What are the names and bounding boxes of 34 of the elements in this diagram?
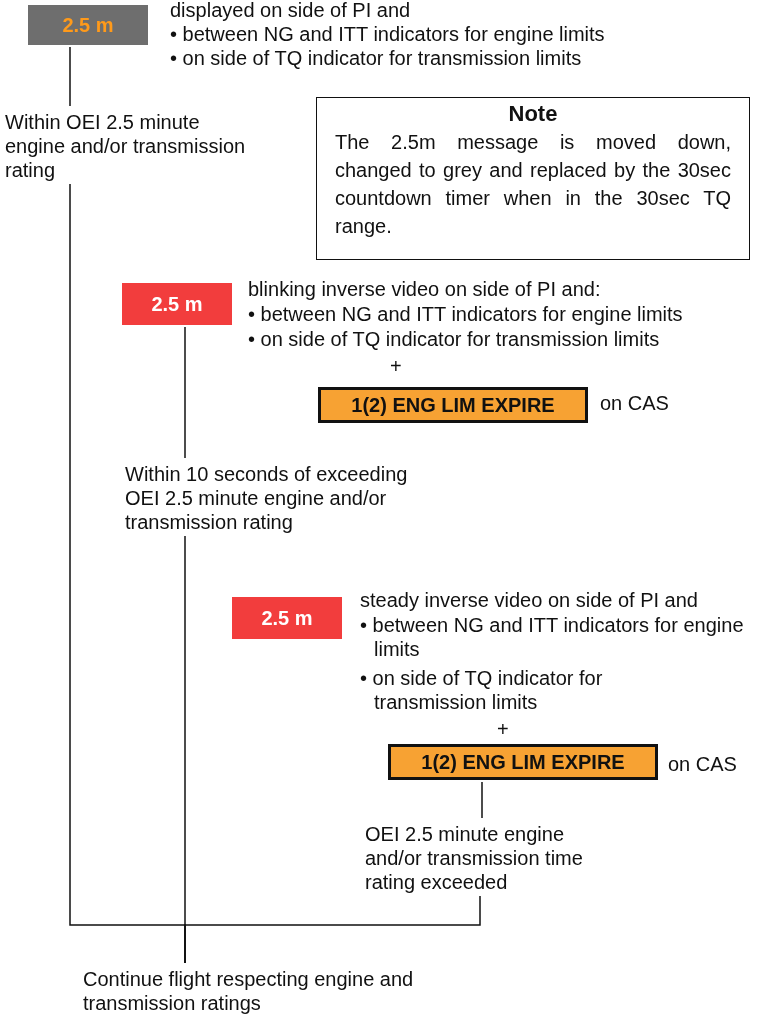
indicator-text: 1(2) ENG LIM EXPIRE (421, 750, 625, 774)
limit-indicator-box (232, 597, 342, 639)
note-text: The 2.5m message is moved down, changed to grey and replaced by the 30sec countdown timer when in the 30sec TQ range. (335, 130, 731, 239)
limit-indicator-box (122, 283, 232, 325)
indicator-text: 2.5 m (261, 606, 313, 630)
plus-sign: + (390, 354, 402, 378)
condition-text: Within OEI 2.5 minute engine and/or transmission rating (5, 110, 255, 182)
indicator-text: 2.5 m (62, 13, 114, 37)
condition-text: OEI 2.5 minute engine and/or transmission time rating exceeded (365, 822, 605, 894)
limit-indicator-box (28, 5, 148, 45)
description-text: displayed on side of PI and (170, 0, 411, 22)
plus-sign: + (497, 717, 509, 741)
description-text: steady inverse video on side of PI and (360, 588, 698, 612)
connector-line (184, 895, 481, 964)
description-text: • between NG and ITT indicators for engine limits (170, 22, 605, 46)
connector-line (481, 781, 483, 819)
connector-line (69, 46, 71, 107)
description-text: blinking inverse video on side of PI and: (248, 277, 601, 301)
outcome-text: Continue flight respecting engine and transmission ratings (83, 967, 443, 1015)
indicator-text: 1(2) ENG LIM EXPIRE (351, 393, 555, 417)
description-text: • on side of TQ indicator for transmission limits (360, 666, 604, 714)
cas-message-box (388, 744, 658, 780)
condition-text: Within 10 seconds of exceeding OEI 2.5 minute engine and/or transmission rating (125, 462, 425, 534)
description-text: • on side of TQ indicator for transmission limits (170, 46, 582, 70)
description-text: • on side of TQ indicator for transmission limits (248, 327, 660, 351)
description-text: on CAS (600, 391, 669, 415)
description-text: • between NG and ITT indicators for engine limits (360, 613, 745, 661)
description-text: • between NG and ITT indicators for engine limits (248, 302, 683, 326)
connector-line (184, 326, 186, 459)
note-box (316, 97, 750, 260)
cas-message-box (318, 387, 588, 423)
indicator-text: 2.5 m (151, 292, 203, 316)
note-heading: Note (507, 100, 559, 128)
description-text: on CAS (668, 752, 737, 776)
